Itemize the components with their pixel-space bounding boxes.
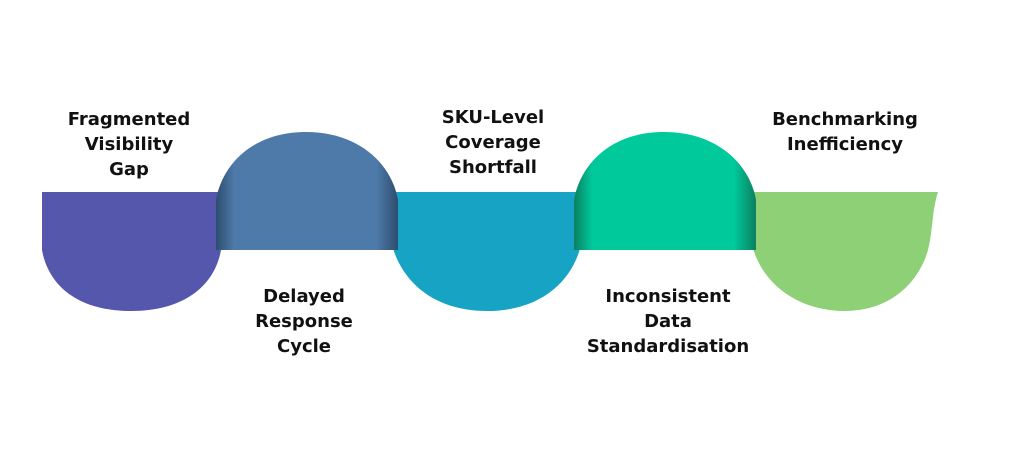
stage-1-shape — [42, 192, 221, 311]
stage-4-shape — [574, 132, 756, 250]
stage-4-label: Inconsistent Data Standardisation — [586, 286, 750, 357]
stage-2-shape — [216, 132, 398, 250]
stage-2-label: Delayed Response Cycle — [255, 286, 353, 357]
stage-1-label: Fragmented Visibility Gap — [67, 109, 191, 180]
stage-5-label: Benchmarking Inefficiency — [772, 109, 918, 155]
stage-3-shape — [392, 192, 581, 311]
stage-5-shape — [752, 192, 938, 311]
stage-3-label: SKU-Level Coverage Shortfall — [441, 107, 545, 178]
